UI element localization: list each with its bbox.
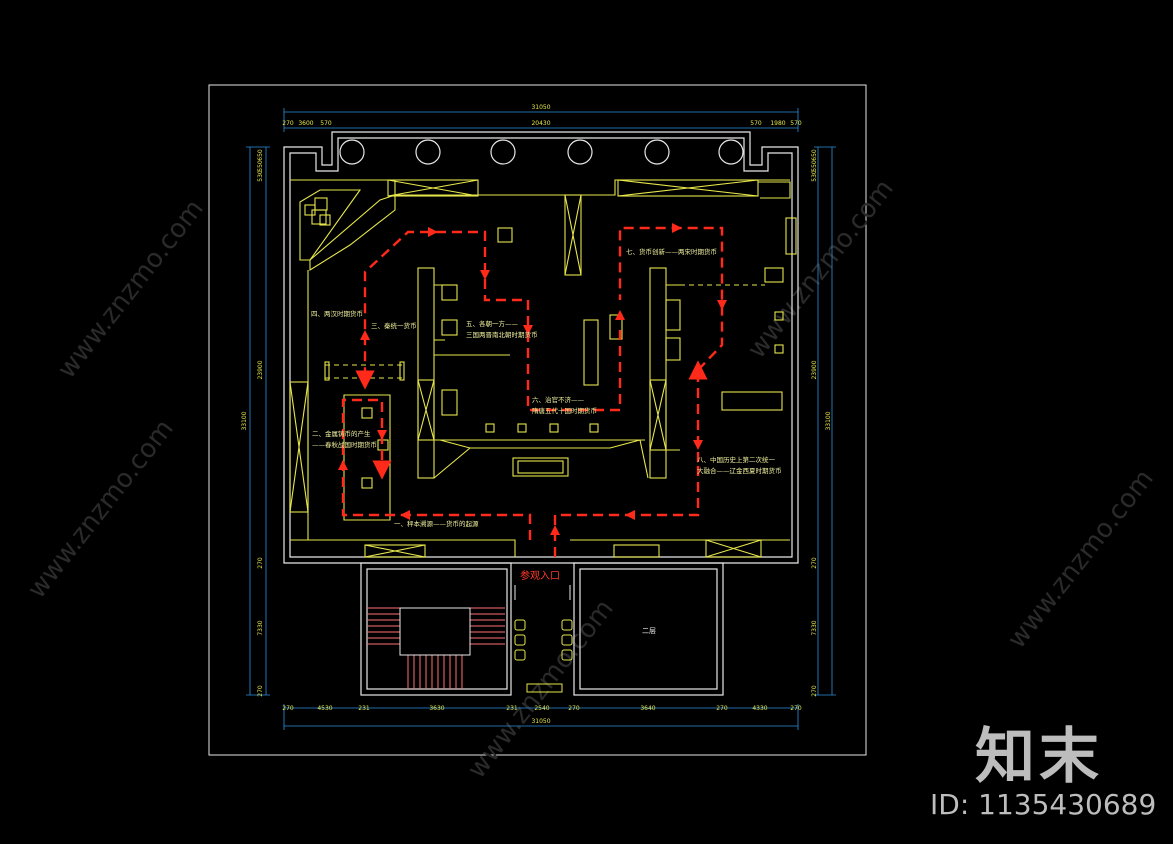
dim-left-inner: 23900 [257, 360, 264, 379]
dim-top-seg-3: 570 [320, 120, 332, 127]
dim-bottom-seg-2: 4530 [317, 705, 332, 712]
round-columns [339, 139, 744, 165]
entrance-label: 参观入口 [520, 569, 560, 582]
dim-bottom-seg-3: 231 [358, 705, 370, 712]
dim-bottom-seg-6: 2540 [534, 705, 549, 712]
visitor-route [341, 226, 724, 557]
building-walls [283, 131, 799, 696]
dim-bottom-seg-8: 3640 [640, 705, 655, 712]
dim-bottom-seg-4: 3630 [429, 705, 444, 712]
dim-right-total: 33100 [825, 411, 832, 430]
watermark-site-1: www.znzmo.com [52, 194, 210, 384]
exhibit-7-title: 七、货币创新——两宋时期货币 [626, 247, 717, 256]
dim-right-seg-5: 7330 [811, 620, 818, 635]
exhibit-2-title: 二、金属铸币的产生 [312, 429, 371, 438]
exhibit-5-title: 五、各朝一方—— [466, 319, 519, 328]
watermark-site-2: www.znzmo.com [22, 414, 180, 604]
exhibit-fixtures [289, 179, 797, 558]
id-watermark: ID: 1135430689 [930, 788, 1157, 821]
exhibit-2-sub: ——春秋战国时期货币 [312, 440, 377, 449]
dim-top-seg-1: 270 [282, 120, 294, 127]
dim-bottom-seg-7: 270 [568, 705, 580, 712]
dim-top-seg-5: 570 [750, 120, 762, 127]
watermark-site-4: www.znzmo.com [742, 174, 900, 364]
dim-bottom-seg-9: 270 [716, 705, 728, 712]
dim-right-inner: 23900 [811, 360, 818, 379]
dim-left-total: 33100 [241, 411, 248, 430]
second-floor-label: 二层 [642, 627, 656, 635]
dim-right-seg-4: 270 [811, 557, 818, 569]
dim-left-seg-5: 7330 [257, 620, 264, 635]
dim-top-seg-2: 3600 [298, 120, 313, 127]
exhibit-8-sub: 大融合——辽金西夏时期货币 [697, 466, 782, 475]
background-watermarks: www.znzmo.com www.znzmo.com www.znzmo.co… [22, 174, 1160, 784]
exhibit-6-sub: 隋唐五代十国时期货币 [532, 406, 597, 415]
dim-top-seg-7: 570 [790, 120, 802, 127]
dim-left-seg-6: 270 [257, 685, 264, 697]
watermark-site-5: www.znzmo.com [1002, 464, 1160, 654]
dim-bottom-total: 31050 [531, 718, 550, 725]
dim-left-seg-4: 270 [257, 557, 264, 569]
route-arrowheads [338, 223, 727, 535]
dim-left-seg-1: 650 [257, 149, 264, 161]
brand-watermark: 知末 [975, 722, 1103, 792]
exhibit-labels: 一、秤本溯源——货币的起源 二、金属铸币的产生 ——春秋战国时期货币 三、秦统一… [311, 247, 782, 528]
exhibit-4-title: 四、两汉时期货币 [311, 309, 363, 318]
staircase [367, 607, 505, 689]
dim-right-seg-3: 530 [811, 170, 818, 182]
dim-bottom-seg-5: 231 [506, 705, 518, 712]
dim-right-seg-2: 550 [811, 160, 818, 172]
dim-bottom-seg-11: 270 [790, 705, 802, 712]
exhibit-5-sub: 三国两晋南北朝时期货币 [466, 330, 538, 339]
exhibit-1-title: 一、秤本溯源——货币的起源 [394, 519, 479, 528]
dim-left-seg-2: 550 [257, 160, 264, 172]
dim-right-seg-1: 650 [811, 149, 818, 161]
dim-top-total: 31050 [531, 104, 550, 111]
dimension-lines [246, 108, 836, 730]
sheet-frame [208, 84, 867, 756]
exhibit-3-title: 三、秦统一货币 [371, 321, 417, 330]
exhibit-6-title: 六、治官不济—— [532, 395, 585, 404]
dim-top-seg-6: 1980 [770, 120, 785, 127]
entrance-fixtures [514, 585, 573, 693]
dimension-texts: 31050 270 3600 570 20430 570 1980 570 27… [241, 104, 832, 725]
exhibit-8-title: 八、中国历史上第二次统一 [697, 455, 776, 464]
dim-bottom-seg-1: 270 [282, 705, 294, 712]
dim-bottom-seg-10: 4330 [752, 705, 767, 712]
dim-left-seg-3: 530 [257, 170, 264, 182]
dim-right-seg-6: 270 [811, 685, 818, 697]
dim-top-seg-4: 20430 [531, 120, 550, 127]
